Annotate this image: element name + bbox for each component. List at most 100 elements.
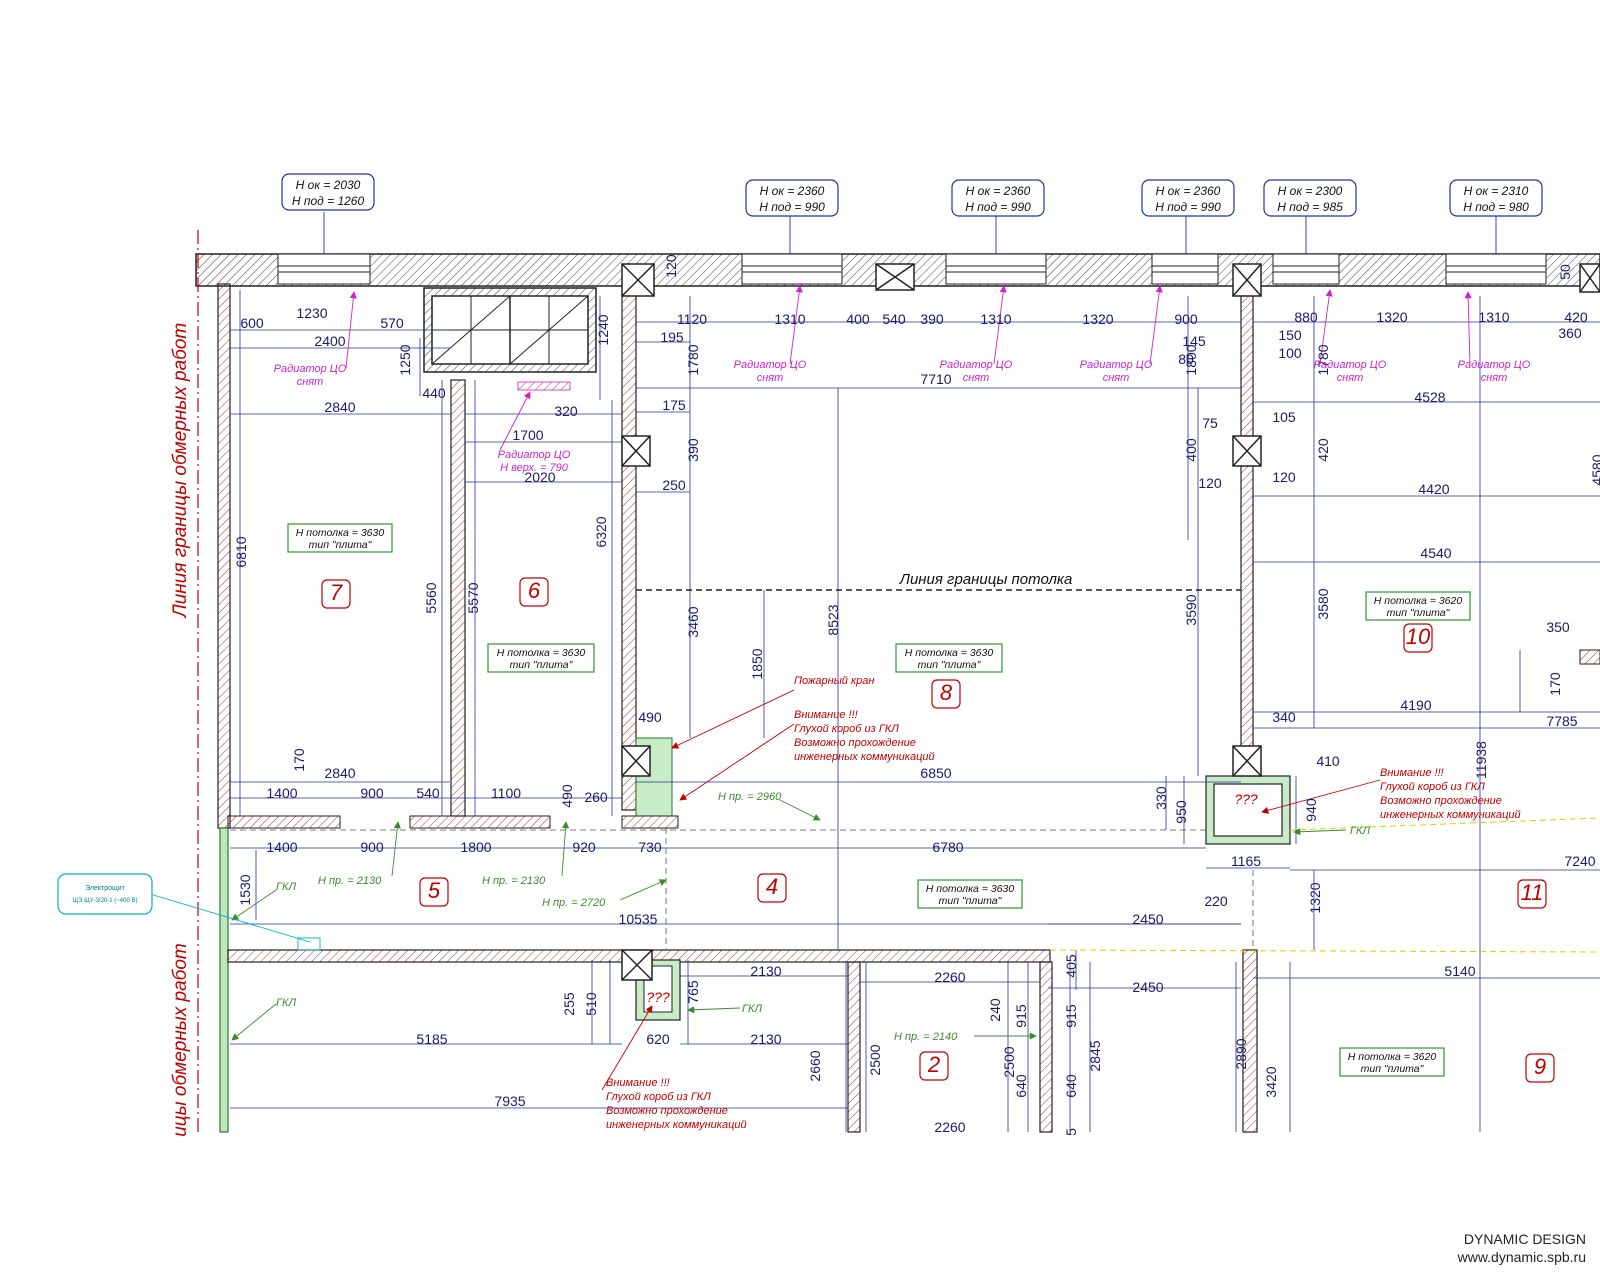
dimension-label: 1120 bbox=[677, 311, 707, 327]
dimension-label: 2450 bbox=[1132, 979, 1163, 995]
dimension-label: 730 bbox=[638, 839, 662, 855]
dimension-label: 145 bbox=[1182, 333, 1206, 349]
dimension-label: 540 bbox=[882, 311, 906, 327]
dimension-label: 1165 bbox=[1231, 853, 1261, 869]
opening-height-note: H пр. = 2720 bbox=[542, 897, 606, 909]
dimension-label: 3460 bbox=[685, 606, 701, 637]
ceiling-height-label: H потолка = 3620 bbox=[1374, 595, 1463, 607]
ceiling-type-label: тип "плита" bbox=[918, 659, 982, 671]
dimension-label: 2020 bbox=[524, 469, 555, 485]
dimension-label: 4528 bbox=[1414, 389, 1445, 405]
dimension-label: 2450 bbox=[1132, 911, 1163, 927]
attention-note: Внимание !!! bbox=[1380, 767, 1444, 779]
dimension-label: 7935 bbox=[494, 1093, 525, 1109]
dimension-label: 1310 bbox=[1478, 309, 1509, 325]
dimension-label: 400 bbox=[846, 311, 870, 327]
opening-height-note: H пр. = 2140 bbox=[894, 1031, 958, 1043]
dimension-label: 195 bbox=[660, 329, 684, 345]
dimension-label: 2400 bbox=[314, 333, 345, 349]
dimension-label: 1230 bbox=[296, 305, 327, 321]
dimension-label: 915 bbox=[1013, 1004, 1029, 1028]
dimension-label: 220 bbox=[1204, 893, 1228, 909]
ceiling-height-label: H потолка = 3630 bbox=[296, 527, 385, 539]
room-number: 4 bbox=[766, 874, 778, 899]
dimension-label: 1400 bbox=[266, 839, 297, 855]
ceiling-type-label: тип "плита" bbox=[1361, 1063, 1425, 1075]
dashed-lines bbox=[197, 230, 1600, 1132]
dimension-label: 2890 bbox=[1233, 1038, 1249, 1069]
ceiling-height-box bbox=[1365, 591, 1471, 621]
attention-note-line: Возможно прохождение bbox=[606, 1105, 728, 1117]
dimension-label: 2500 bbox=[867, 1044, 883, 1075]
radiator-status: снят bbox=[757, 372, 784, 384]
dimension-label: 120 bbox=[1198, 475, 1222, 491]
room-number: 7 bbox=[330, 580, 343, 605]
sill-height-label: H под = 980 bbox=[1463, 200, 1529, 214]
dimension-label: 4540 bbox=[1420, 545, 1451, 561]
fire-crane-note: Пожарный кран bbox=[794, 675, 874, 687]
dimension-label: 3420 bbox=[1263, 1066, 1279, 1097]
ceiling-height-label: H потолка = 3620 bbox=[1348, 1051, 1437, 1063]
radiator-note: Радиатор ЦО bbox=[1080, 359, 1153, 371]
window-height-label: H ок = 2030 bbox=[296, 178, 361, 192]
dimension-label: 7240 bbox=[1564, 853, 1595, 869]
dimension-label: 330 bbox=[1153, 786, 1169, 810]
radiator-note: Радиатор ЦО bbox=[734, 359, 807, 371]
attention-note-line: Возможно прохождение bbox=[1380, 795, 1502, 807]
room-number: 5 bbox=[428, 878, 441, 903]
dimension-label: 420 bbox=[1564, 309, 1588, 325]
dimension-label: 620 bbox=[646, 1031, 670, 1047]
dimension-label: 1700 bbox=[512, 427, 543, 443]
window-height-box bbox=[281, 173, 375, 211]
room-number: 6 bbox=[528, 578, 541, 603]
dimension-label: 175 bbox=[662, 397, 686, 413]
title-block: DYNAMIC DESIGN www.dynamic.spb.ru bbox=[1458, 1230, 1586, 1266]
attention-note-line: Глухой короб из ГКЛ bbox=[606, 1091, 711, 1103]
dimension-label: 6850 bbox=[920, 765, 951, 781]
attention-note-line: Глухой короб из ГКЛ bbox=[1380, 781, 1485, 793]
dimension-label: 420 bbox=[1315, 438, 1331, 462]
dimension-label: 390 bbox=[685, 438, 701, 462]
radiator-note: Радиатор ЦО bbox=[274, 363, 347, 375]
dimension-label: 4190 bbox=[1400, 697, 1431, 713]
radiator-note: Радиатор ЦО bbox=[940, 359, 1013, 371]
dimension-label: 6810 bbox=[233, 536, 249, 567]
radiator-status: снят bbox=[1337, 372, 1364, 384]
window-height-box bbox=[1449, 179, 1543, 217]
sill-height-label: H под = 990 bbox=[965, 200, 1031, 214]
dimension-label: 1310 bbox=[774, 311, 805, 327]
dimension-label: 75 bbox=[1202, 415, 1218, 431]
dimension-label: 240 bbox=[987, 998, 1003, 1022]
ceiling-height-label: H потолка = 3630 bbox=[926, 883, 1015, 895]
electric-panel-callout bbox=[57, 873, 153, 915]
dimension-label: 320 bbox=[554, 403, 578, 419]
room-number-box bbox=[1403, 623, 1433, 653]
dimension-label: 3590 bbox=[1183, 594, 1199, 625]
dimension-label: 640 bbox=[1063, 1074, 1079, 1098]
dimension-label: 350 bbox=[1546, 619, 1570, 635]
dimension-label: 600 bbox=[240, 315, 264, 331]
dimension-label: 1100 bbox=[491, 785, 521, 801]
dimension-lines bbox=[230, 290, 1600, 1132]
sill-height-label: H под = 990 bbox=[759, 200, 825, 214]
opening-height-note: H пр. = 2130 bbox=[318, 875, 382, 887]
dimension-label: 900 bbox=[360, 785, 384, 801]
ceiling-height-box bbox=[287, 523, 393, 553]
ceiling-height-box bbox=[1339, 1047, 1445, 1077]
dimension-label: 405 bbox=[1063, 954, 1079, 978]
dimension-label: 11938 bbox=[1473, 741, 1489, 779]
dimension-label: 915 bbox=[1063, 1004, 1079, 1028]
dimension-label: 100 bbox=[1278, 345, 1302, 361]
dimension-label: 490 bbox=[559, 784, 575, 808]
ceiling-height-box bbox=[487, 643, 595, 673]
room-number: 10 bbox=[1406, 624, 1431, 649]
dimension-label: 1530 bbox=[237, 874, 253, 905]
window-height-box bbox=[1263, 179, 1357, 217]
dimension-label: 900 bbox=[1174, 311, 1198, 327]
dimension-label: 1800 bbox=[1183, 344, 1199, 375]
window-openings bbox=[277, 253, 1547, 285]
dimension-label: 1250 bbox=[397, 344, 413, 375]
radiator-status: H верх. = 790 bbox=[500, 462, 569, 474]
